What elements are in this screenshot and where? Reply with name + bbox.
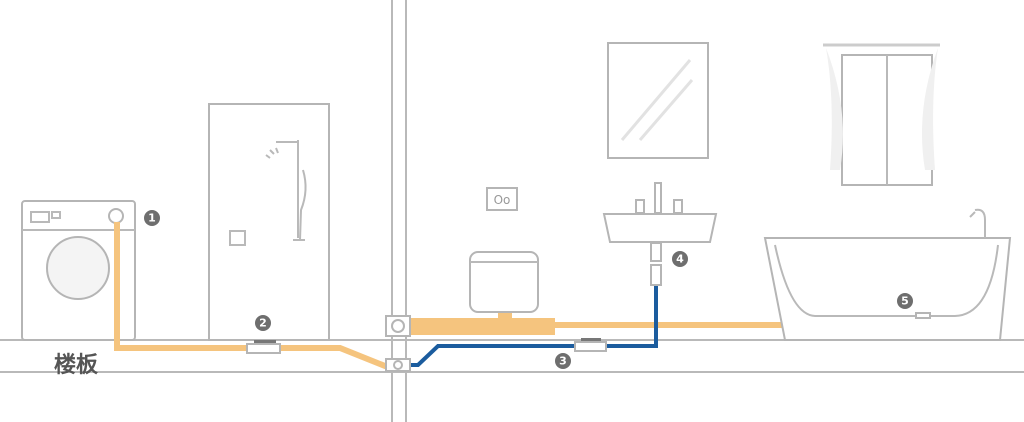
- bathtub: [763, 208, 1012, 341]
- window: [823, 43, 940, 186]
- marker-4: 4: [672, 251, 688, 267]
- marker-2: 2: [255, 315, 271, 331]
- svg-text:4: 4: [676, 253, 684, 266]
- valve-3: [574, 338, 607, 352]
- svg-text:2: 2: [259, 317, 267, 330]
- washing-machine: [21, 200, 136, 341]
- wall-hung-toilet: Oo: [469, 187, 539, 313]
- stack-fittings: [385, 315, 411, 372]
- marker-1: 1: [144, 210, 160, 226]
- vertical-stack-pipe: [391, 0, 407, 422]
- sink: [602, 182, 718, 286]
- svg-text:Oo: Oo: [494, 193, 511, 207]
- svg-text:1: 1: [148, 212, 156, 225]
- floor-slab-label: 楼板: [54, 353, 99, 378]
- water-supply-pipe: [410, 282, 658, 367]
- marker-5: 5: [897, 293, 913, 309]
- valve-2: [246, 340, 281, 354]
- marker-3: 3: [555, 353, 571, 369]
- mirror: [607, 42, 709, 159]
- svg-text:5: 5: [901, 295, 909, 308]
- shower-cabin: [208, 103, 330, 341]
- svg-text:3: 3: [559, 355, 567, 368]
